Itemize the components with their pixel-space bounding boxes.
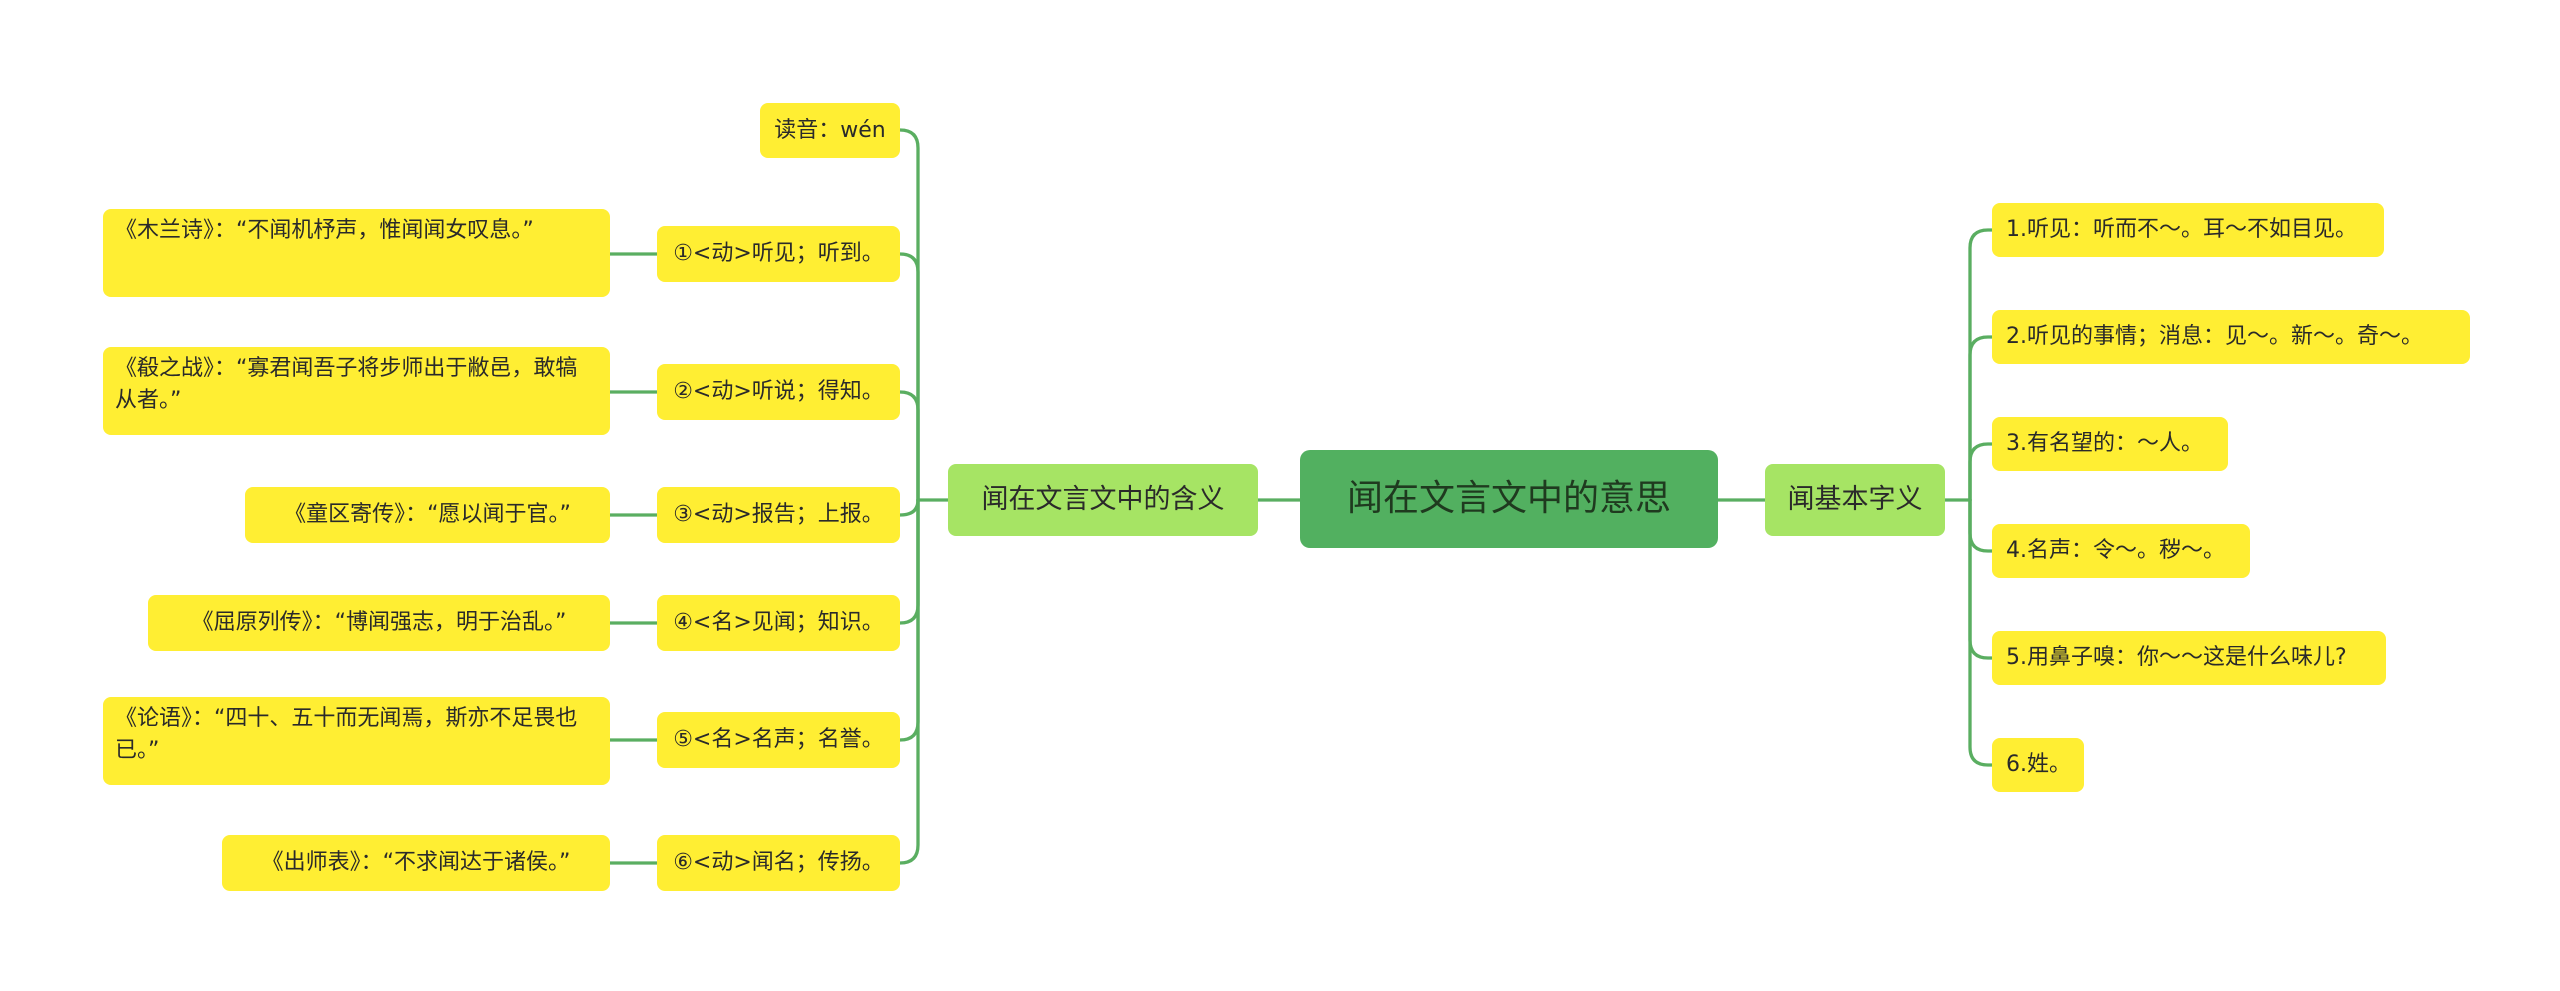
example-note-text: 《殽之战》：“寡君闻吾子将步师出于敝邑，敢犒从者。” bbox=[115, 356, 578, 413]
connector-left-item-3 bbox=[898, 498, 920, 517]
left-item-label: ②<动>听说；得知。 bbox=[673, 379, 884, 405]
example-note-1[interactable]: 《木兰诗》：“不闻机杼声，惟闻闻女叹息。” bbox=[103, 209, 610, 297]
left-item-5[interactable]: ⑤<名>名声；名誉。 bbox=[657, 712, 900, 768]
connector-right-item-5 bbox=[1968, 498, 1994, 767]
example-note-text: 《屈原列传》：“博闻强志，明于治乱。” bbox=[191, 610, 567, 636]
connector-left-item-1 bbox=[898, 252, 920, 502]
right-item-label: 4.名声：令～。秽～。 bbox=[2006, 538, 2225, 564]
connector-right-item-0 bbox=[1968, 228, 1994, 502]
right-item-label: 5.用鼻子嗅：你～～这是什么味儿? bbox=[2006, 645, 2347, 671]
root-topic[interactable]: 闻在文言文中的意思 bbox=[1300, 450, 1718, 548]
left-item-2[interactable]: ②<动>听说；得知。 bbox=[657, 364, 900, 420]
root-topic-label: 闻在文言文中的意思 bbox=[1346, 477, 1671, 519]
example-note-text: 《论语》：“四十、五十而无闻焉，斯亦不足畏也已。” bbox=[115, 706, 578, 763]
connector-right-item-3 bbox=[1968, 498, 1994, 553]
branch-meaning-in-classical[interactable]: 闻在文言文中的含义 bbox=[948, 464, 1258, 536]
right-item-label: 3.有名望的：～人。 bbox=[2006, 431, 2203, 457]
left-item-label: ④<名>见闻；知识。 bbox=[673, 610, 884, 636]
example-note-text: 《木兰诗》：“不闻机杼声，惟闻闻女叹息。” bbox=[115, 218, 534, 243]
connector-right-item-2 bbox=[1968, 442, 1994, 502]
example-note-text: 《童区寄传》：“愿以闻于官。” bbox=[284, 502, 571, 528]
right-item-6[interactable]: 6.姓。 bbox=[1992, 738, 2084, 792]
left-item-label: ⑥<动>闻名；传扬。 bbox=[673, 850, 884, 876]
right-item-label: 6.姓。 bbox=[2006, 752, 2071, 778]
left-item-label: ③<动>报告；上报。 bbox=[673, 502, 884, 528]
left-item-1[interactable]: ①<动>听见；听到。 bbox=[657, 226, 900, 282]
branch-basic-meaning[interactable]: 闻基本字义 bbox=[1765, 464, 1945, 536]
left-item-3[interactable]: ③<动>报告；上报。 bbox=[657, 487, 900, 543]
connector-right-item-1 bbox=[1968, 335, 1994, 502]
right-item-label: 2.听见的事情；消息：见～。新～。奇～。 bbox=[2006, 324, 2423, 350]
example-note-2[interactable]: 《殽之战》：“寡君闻吾子将步师出于敝邑，敢犒从者。” bbox=[103, 347, 610, 435]
example-note-4[interactable]: 《屈原列传》：“博闻强志，明于治乱。” bbox=[148, 595, 610, 651]
right-item-2[interactable]: 2.听见的事情；消息：见～。新～。奇～。 bbox=[1992, 310, 2470, 364]
connector-left-item-6 bbox=[898, 498, 920, 865]
connector-left-item-2 bbox=[898, 390, 920, 502]
example-note-text: 《出师表》：“不求闻达于诸侯。” bbox=[261, 850, 571, 876]
right-item-1[interactable]: 1.听见：听而不～。耳～不如目见。 bbox=[1992, 203, 2384, 257]
connector-left-item-0 bbox=[898, 128, 920, 502]
left-item-label: ⑤<名>名声；名誉。 bbox=[673, 727, 884, 753]
branch-label: 闻基本字义 bbox=[1787, 484, 1923, 516]
right-item-label: 1.听见：听而不～。耳～不如目见。 bbox=[2006, 217, 2357, 243]
left-item-label: 读音：wén bbox=[774, 117, 886, 143]
left-item-label: ①<动>听见；听到。 bbox=[673, 241, 884, 267]
left-item-6[interactable]: ⑥<动>闻名；传扬。 bbox=[657, 835, 900, 891]
right-item-5[interactable]: 5.用鼻子嗅：你～～这是什么味儿? bbox=[1992, 631, 2386, 685]
right-item-4[interactable]: 4.名声：令～。秽～。 bbox=[1992, 524, 2250, 578]
example-note-3[interactable]: 《童区寄传》：“愿以闻于官。” bbox=[245, 487, 610, 543]
left-item-pronunciation[interactable]: 读音：wén bbox=[760, 103, 900, 158]
example-note-6[interactable]: 《出师表》：“不求闻达于诸侯。” bbox=[222, 835, 610, 891]
connector-left-item-4 bbox=[898, 498, 920, 625]
example-note-5[interactable]: 《论语》：“四十、五十而无闻焉，斯亦不足畏也已。” bbox=[103, 697, 610, 785]
connector-right-item-4 bbox=[1968, 498, 1994, 660]
right-item-3[interactable]: 3.有名望的：～人。 bbox=[1992, 417, 2228, 471]
left-item-4[interactable]: ④<名>见闻；知识。 bbox=[657, 595, 900, 651]
branch-label: 闻在文言文中的含义 bbox=[981, 484, 1225, 516]
